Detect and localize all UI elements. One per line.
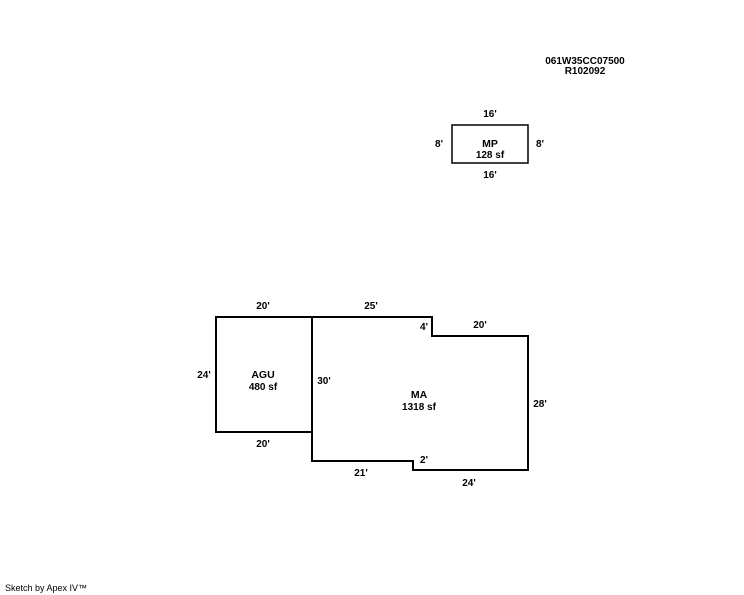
ma-notch-top-dimension: 4' [420, 322, 428, 333]
ma-top-dimension: 25' [364, 301, 378, 312]
mp-right-dimension: 8' [536, 139, 544, 150]
mp-bottom-dimension: 16' [483, 170, 497, 181]
record-id: R102092 [564, 66, 606, 77]
ma-right-dimension: 28' [533, 399, 547, 410]
agu-area: 480 sf [249, 382, 278, 393]
sketch-credit: Sketch by Apex IV™ [5, 583, 88, 593]
ma-area: 1318 sf [402, 402, 437, 413]
ma-outline [311, 316, 529, 471]
agu-name: AGU [251, 369, 274, 381]
ma-top-right-dimension: 20' [473, 320, 487, 331]
ma-bottom-left-dimension: 21' [354, 468, 368, 479]
ma-name: MA [411, 389, 428, 401]
agu-left-dimension: 24' [197, 370, 211, 381]
ma-notch-bottom-dimension: 2' [420, 455, 428, 466]
agu-top-dimension: 20' [256, 301, 270, 312]
agu-bottom-dimension: 20' [256, 439, 270, 450]
mp-name: MP [482, 138, 498, 150]
mp-outline [451, 124, 529, 164]
ma-left-dimension: 30' [317, 376, 331, 387]
mp-area: 128 sf [476, 150, 505, 161]
sketch-header: 061W35CC07500 R102092 [520, 57, 650, 77]
ma-bottom-right-dimension: 24' [462, 478, 476, 489]
mp-left-dimension: 8' [435, 139, 443, 150]
mp-top-dimension: 16' [483, 109, 497, 120]
parcel-id: 061W35CC07500 [545, 56, 625, 67]
